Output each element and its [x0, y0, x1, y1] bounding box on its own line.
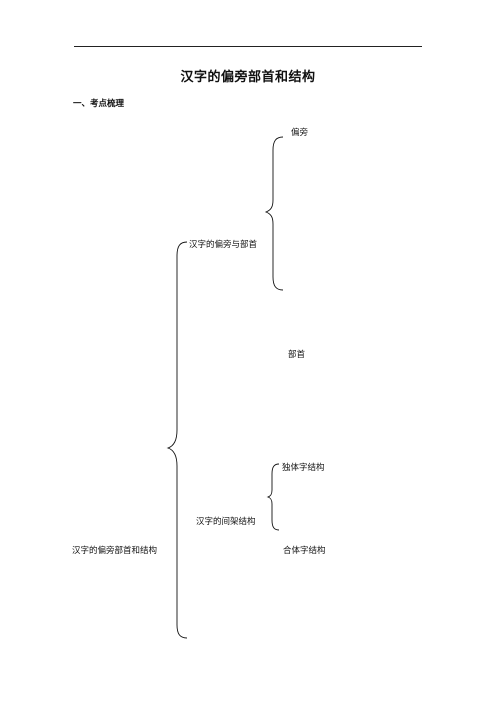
leaf-single-structure: 独体字结构 — [282, 463, 325, 473]
leaf-pianpang: 偏旁 — [291, 128, 309, 138]
leaf-bushou: 部首 — [288, 350, 306, 360]
root-label: 汉字的偏旁部首和结构 — [72, 546, 158, 556]
leaf-compound-structure: 合体字结构 — [283, 546, 326, 556]
section-heading: 一、考点梳理 — [73, 99, 125, 109]
branch-radicals: 汉字的偏旁与部首 — [189, 240, 258, 250]
structure-brace — [266, 463, 280, 531]
page-title: 汉字的偏旁部首和结构 — [180, 70, 316, 85]
branch-structure: 汉字的间架结构 — [196, 517, 256, 527]
root-brace — [166, 241, 188, 639]
header-rule — [74, 46, 422, 47]
radicals-brace — [264, 136, 284, 291]
